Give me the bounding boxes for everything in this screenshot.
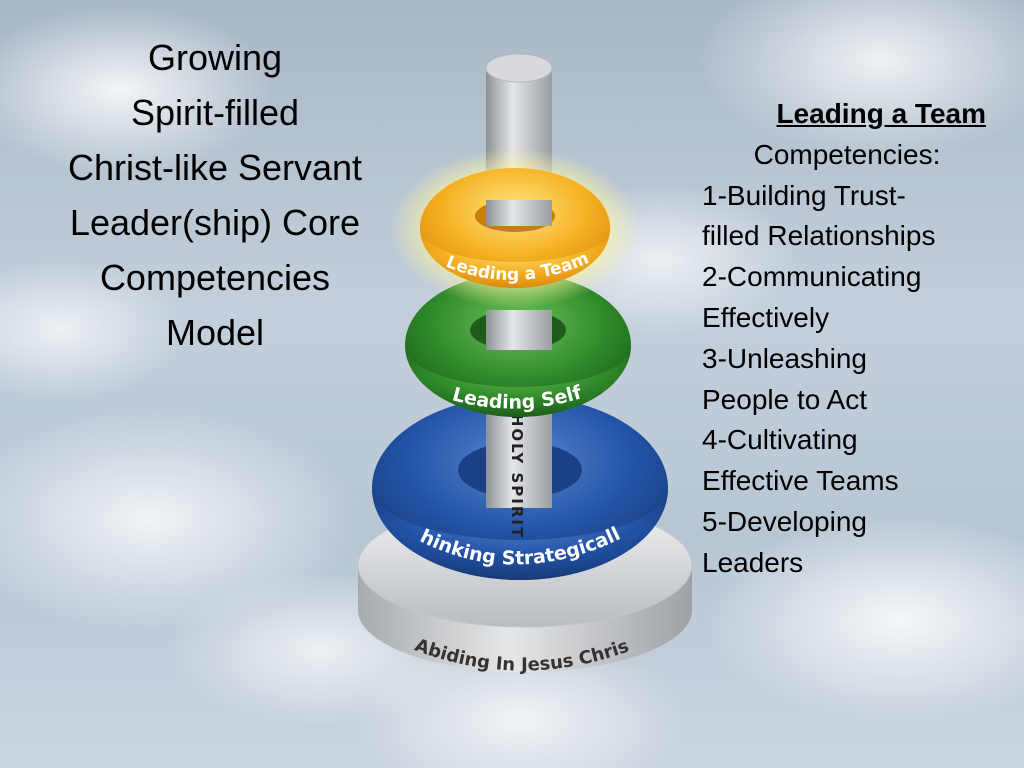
competency-line: Effective Teams	[702, 465, 899, 497]
competency-line: 3-Unleashing	[702, 342, 867, 374]
competency-line: 2-Communicating	[702, 261, 922, 293]
competency-line: Leaders	[702, 546, 804, 578]
competencies-panel: Leading a Team Competencies: 1-Building …	[702, 94, 1002, 584]
title-line: Leader(ship) Core	[69, 202, 361, 243]
title-line: Model	[165, 312, 265, 353]
competency-line: 5-Developing	[702, 505, 867, 537]
slide-title: Growing Spirit-filled Christ-like Servan…	[20, 30, 410, 360]
competency-line: 1-Building Trust-	[702, 179, 906, 211]
title-line: Christ-like Servant	[67, 147, 363, 188]
title-line: Competencies	[99, 257, 331, 298]
competency-line: filled Relationships	[702, 220, 936, 252]
title-line: Spirit-filled	[130, 92, 300, 133]
competency-line: Effectively	[702, 301, 830, 333]
competency-line: People to Act	[702, 383, 868, 415]
self-ring: Leading Self	[405, 273, 631, 417]
competency-line: 4-Cultivating	[702, 424, 858, 456]
team-ring: Leading a Team	[390, 148, 640, 308]
panel-heading: Leading a Team	[776, 98, 986, 129]
title-line: Growing	[147, 37, 283, 78]
panel-subheading: Competencies:	[753, 138, 941, 170]
